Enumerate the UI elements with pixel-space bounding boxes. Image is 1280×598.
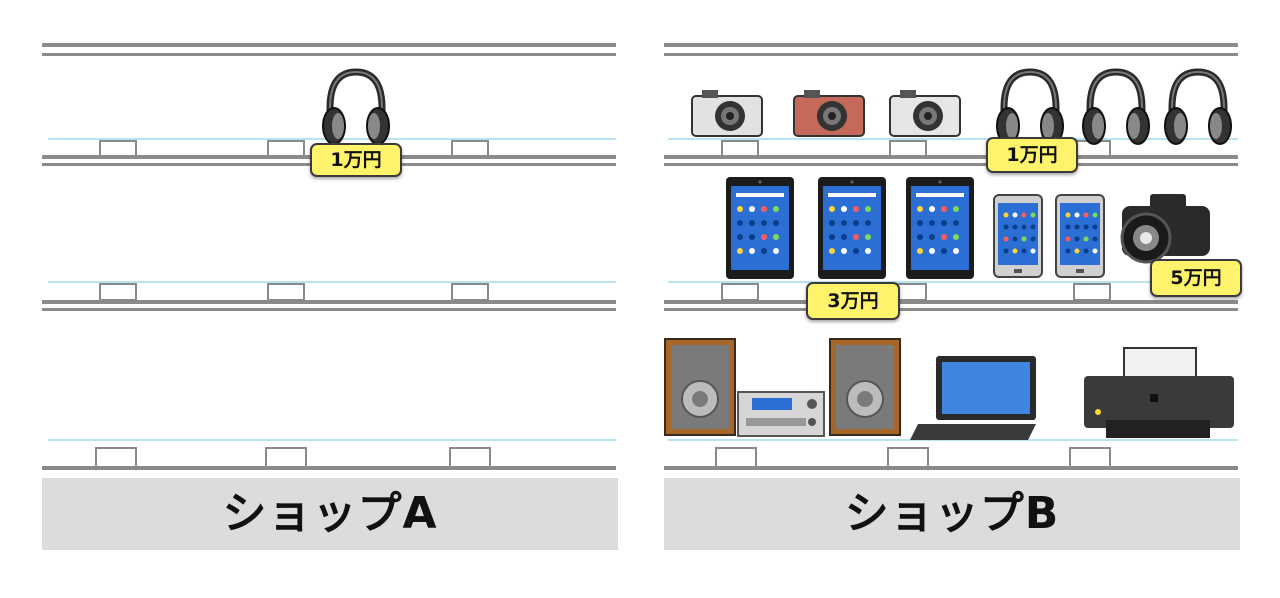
speaker-icon [829,338,901,436]
tablet-icon [906,177,974,279]
speaker-icon [664,338,736,436]
camera-icon [889,89,961,137]
tablet-icon [818,177,886,279]
shop-a-label: ショップA [222,488,438,539]
tablet-icon [726,177,794,279]
smartphone-icon [993,194,1043,278]
laptop-icon [910,356,1036,440]
price-tag-headphones-a: 1万円 [310,143,402,177]
shop-a-label-panel [42,478,618,550]
stereo-icon [737,391,825,437]
headphones-icon [1083,72,1149,144]
price-tag-headphones-b: 1万円 [986,137,1078,173]
shop-b-label: ショップB [844,488,1060,539]
printer-icon [1084,347,1234,438]
price-tag-dslr: 5万円 [1150,259,1242,297]
smartphone-icon [1055,194,1105,278]
headphones-icon [1165,72,1231,144]
headphones-icon [323,72,389,144]
price-tag-tablets: 3万円 [806,282,900,320]
shop-b-label-panel [664,478,1240,550]
camera-icon [691,89,763,137]
camera-icon [793,89,865,137]
headphones-icon [997,72,1063,144]
dslr-camera-icon [1120,194,1210,264]
